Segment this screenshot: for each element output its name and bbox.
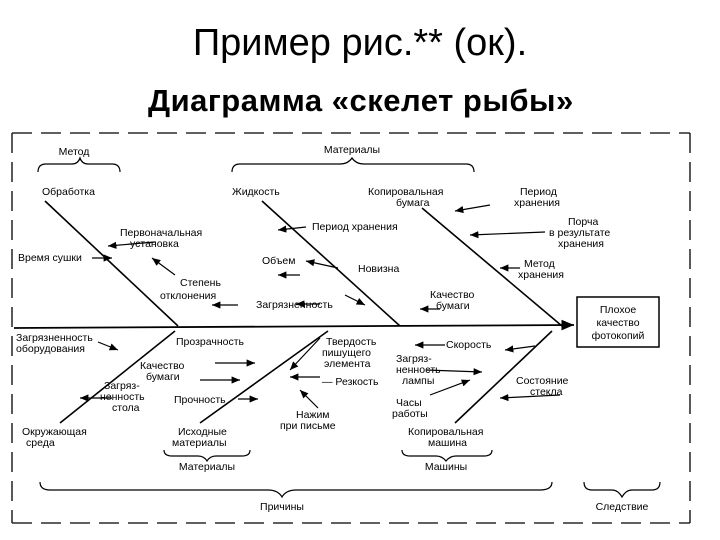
- label-spoilage-3: хранения: [558, 238, 604, 250]
- label-paper-quality2-1: Качество: [140, 360, 185, 372]
- label-novelty: Новизна: [358, 263, 399, 275]
- label-equipment-1: Загрязненность: [16, 332, 93, 344]
- group-effect: Следствие: [596, 501, 649, 513]
- label-period-2: хранения: [514, 197, 560, 209]
- label-glass-1: Состояние: [516, 375, 569, 387]
- label-lamp-1: Загряз-: [396, 353, 432, 365]
- group-materials-top: Материалы: [324, 144, 380, 156]
- label-initial-setup-2: установка: [130, 238, 179, 250]
- label-processing: Обработка: [42, 186, 95, 198]
- label-environment-1: Окружающая: [22, 426, 87, 438]
- effect-label-3: фотокопий: [592, 330, 645, 342]
- label-storage-period: Период хранения: [312, 221, 398, 233]
- label-table-1: Загряз-: [104, 380, 140, 392]
- label-source-2: материалы: [172, 437, 227, 449]
- slide-title: Пример рис.** (ок).: [192, 22, 528, 64]
- label-machine-2: машина: [428, 437, 467, 449]
- label-drying-time: Время сушки: [18, 252, 82, 264]
- label-writing-1: Твердость: [326, 336, 377, 348]
- spine-arrow: [13, 319, 575, 331]
- label-liquid: Жидкость: [232, 186, 280, 198]
- label-writing-3: элемента: [324, 358, 371, 370]
- label-paper-quality-2: бумаги: [436, 300, 470, 312]
- group-machines: Машины: [425, 461, 467, 473]
- label-storage-method-1: Метод: [524, 258, 555, 270]
- bottom-braces: [39, 449, 661, 499]
- label-storage-method-2: хранения: [518, 269, 564, 281]
- label-copy-paper-1: Копировальная: [368, 186, 443, 198]
- label-hours-2: работы: [392, 408, 428, 420]
- group-causes: Причины: [260, 501, 304, 513]
- label-speed: Скорость: [446, 339, 492, 351]
- effect-label-1: Плохое: [600, 304, 636, 316]
- label-deviation-1: Степень: [180, 277, 221, 289]
- label-strength: Прочность: [174, 394, 226, 406]
- label-pressure-1: Нажим: [296, 409, 330, 421]
- diagram-frame: [11, 132, 691, 524]
- label-copy-paper-2: бумага: [396, 197, 430, 209]
- label-equipment-2: оборудования: [16, 343, 85, 355]
- label-spoilage-2: в результате: [549, 227, 610, 239]
- label-spoilage-1: Порча: [568, 216, 598, 228]
- label-deviation-2: отклонения: [160, 290, 216, 302]
- label-machine-1: Копировальная: [408, 426, 483, 438]
- label-paper-quality-1: Качество: [430, 289, 475, 301]
- label-environment-2: среда: [26, 437, 55, 449]
- minor-arrows: [80, 204, 561, 409]
- label-transparency: Прозрачность: [176, 336, 245, 348]
- diagram-title: Диаграмма «скелет рыбы»: [148, 83, 574, 118]
- effect-label-2: качество: [596, 317, 639, 329]
- group-materials-bottom: Материалы: [179, 461, 235, 473]
- label-period-1: Период: [520, 186, 557, 198]
- label-paper-quality2-2: бумаги: [146, 371, 180, 383]
- label-table-2: ненность: [100, 391, 145, 403]
- label-pressure-2: при письме: [280, 420, 336, 432]
- label-contamination: Загрязненность: [256, 299, 333, 311]
- label-hours-1: Часы: [396, 397, 422, 409]
- main-bones: [44, 200, 563, 424]
- top-braces: [37, 156, 475, 173]
- label-writing-2: пишущего: [322, 347, 371, 359]
- label-glass-2: стекла: [530, 386, 563, 398]
- effect-box: [576, 296, 660, 348]
- group-method: Метод: [59, 146, 90, 158]
- label-lamp-3: лампы: [402, 375, 434, 387]
- label-initial-setup-1: Первоначальная: [120, 227, 202, 239]
- label-source-1: Исходные: [178, 426, 227, 438]
- label-sharpness: — Резкость: [322, 376, 379, 388]
- label-lamp-2: ненность: [396, 364, 441, 376]
- label-table-3: стола: [112, 402, 140, 414]
- label-volume: Объем: [262, 255, 295, 267]
